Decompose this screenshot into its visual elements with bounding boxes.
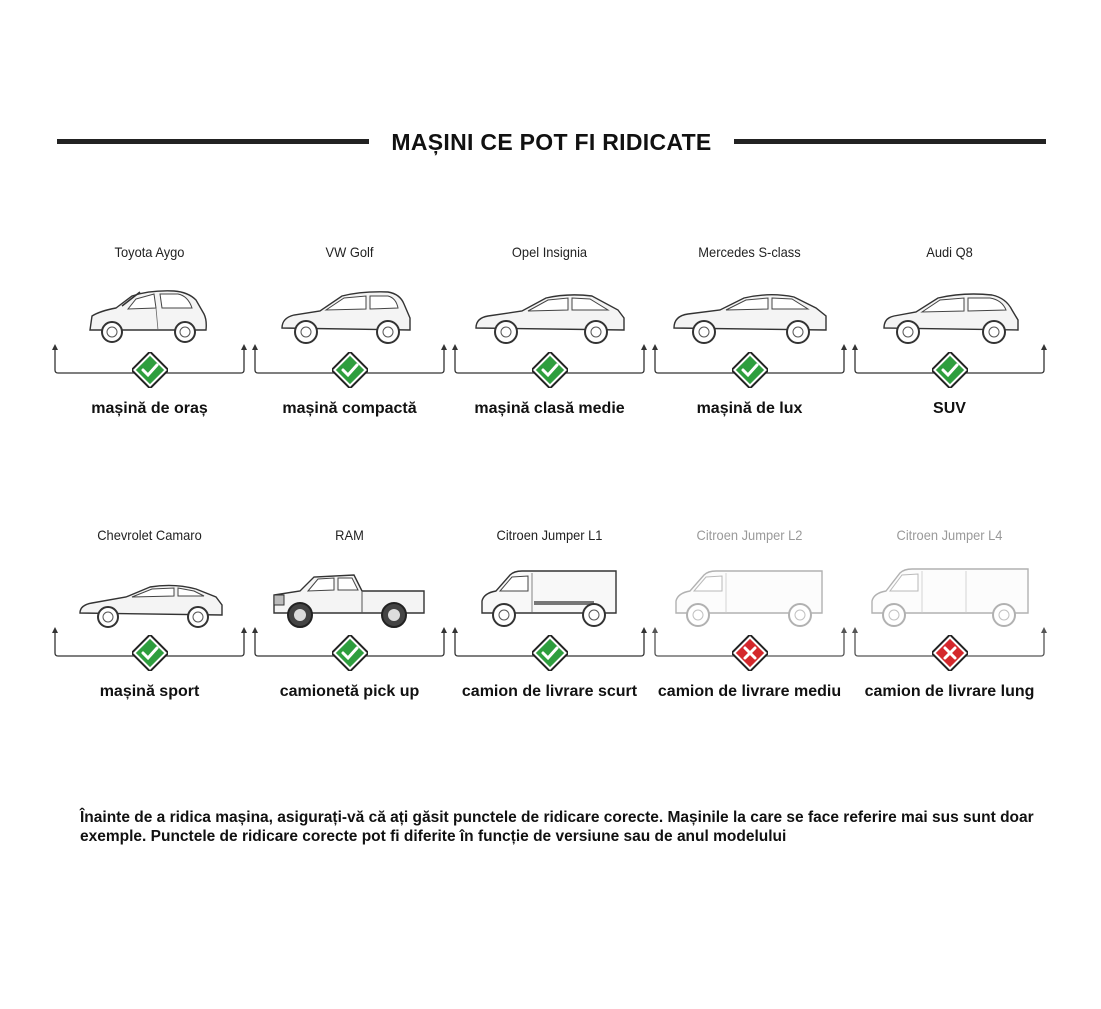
check-icon xyxy=(732,352,768,388)
short-van-icon xyxy=(481,570,617,627)
check-icon xyxy=(332,352,368,388)
vehicle-card: Citroen Jumper L1 camion de livrare scur… xyxy=(450,523,649,733)
check-icon xyxy=(532,635,568,671)
vehicle-row-2: Chevrolet Camaro mașină sport RAM xyxy=(50,523,1050,733)
vehicle-category-label: mașină compactă xyxy=(282,400,417,417)
disclaimer-note: Înainte de a ridica mașina, asigurați-vă… xyxy=(80,809,1034,845)
cross-icon xyxy=(732,635,768,671)
vehicle-card: VW Golf mașină compactă xyxy=(250,240,449,450)
long-van-icon xyxy=(871,568,1029,627)
hatchback-icon xyxy=(281,291,411,344)
vehicle-card: Opel Insignia mașină clasă medie xyxy=(450,240,649,450)
city-car-icon xyxy=(89,290,207,343)
vehicle-name: Citroen Jumper L4 xyxy=(896,527,1003,543)
medium-van-icon xyxy=(675,570,823,627)
cross-icon xyxy=(932,635,968,671)
page-title: MAȘINI CE POT FI RIDICATE xyxy=(391,129,712,155)
check-icon xyxy=(932,352,968,388)
vehicle-name: Toyota Aygo xyxy=(114,244,185,260)
vehicle-row-1: Toyota Aygo mașină de oraș VW Golf xyxy=(50,240,1050,450)
vehicle-category-label: camionetă pick up xyxy=(279,683,420,700)
vehicle-name: Chevrolet Camaro xyxy=(97,527,202,543)
check-icon xyxy=(132,352,168,388)
vehicle-category-label: SUV xyxy=(933,400,966,417)
vehicle-card: RAM camionetă pick up xyxy=(250,523,449,733)
vehicle-name: Mercedes S-class xyxy=(698,244,801,260)
check-icon xyxy=(332,635,368,671)
vehicle-category-label: mașină de lux xyxy=(696,400,803,417)
vehicle-card: Citroen Jumper L2 camion de livrare medi… xyxy=(650,523,849,733)
section-title-bar: MAȘINI CE POT FI RIDICATE xyxy=(57,126,1046,158)
vehicle-name: Citroen Jumper L1 xyxy=(496,527,603,543)
suv-icon xyxy=(883,293,1019,344)
vehicle-card: Toyota Aygo mașină de oraș xyxy=(50,240,249,450)
title-divider-left xyxy=(57,139,369,144)
sedan-icon xyxy=(475,294,625,344)
vehicle-name: Opel Insignia xyxy=(511,244,588,260)
title-divider-right xyxy=(734,139,1046,144)
vehicle-name: Citroen Jumper L2 xyxy=(696,527,803,543)
luxury-sedan-icon xyxy=(673,294,827,344)
pickup-truck-icon xyxy=(273,574,425,628)
vehicle-category-label: mașină clasă medie xyxy=(474,400,625,417)
vehicle-card: Chevrolet Camaro mașină sport xyxy=(50,523,249,733)
check-icon xyxy=(132,635,168,671)
vehicle-category-label: mașină de oraș xyxy=(91,400,208,417)
sports-car-icon xyxy=(79,584,223,628)
vehicle-card: Audi Q8 SUV xyxy=(850,240,1049,450)
vehicle-card: Citroen Jumper L4 camion de livrare lung xyxy=(850,523,1049,733)
vehicle-category-label: mașină sport xyxy=(99,683,200,700)
vehicle-name: VW Golf xyxy=(325,244,374,260)
vehicle-card: Mercedes S-class mașină de lux xyxy=(650,240,849,450)
vehicle-category-label: camion de livrare lung xyxy=(864,683,1035,700)
vehicle-name: RAM xyxy=(335,527,364,543)
vehicle-name: Audi Q8 xyxy=(926,244,973,260)
vehicle-category-label: camion de livrare scurt xyxy=(461,683,638,700)
vehicle-category-label: camion de livrare mediu xyxy=(657,683,842,700)
check-icon xyxy=(532,352,568,388)
